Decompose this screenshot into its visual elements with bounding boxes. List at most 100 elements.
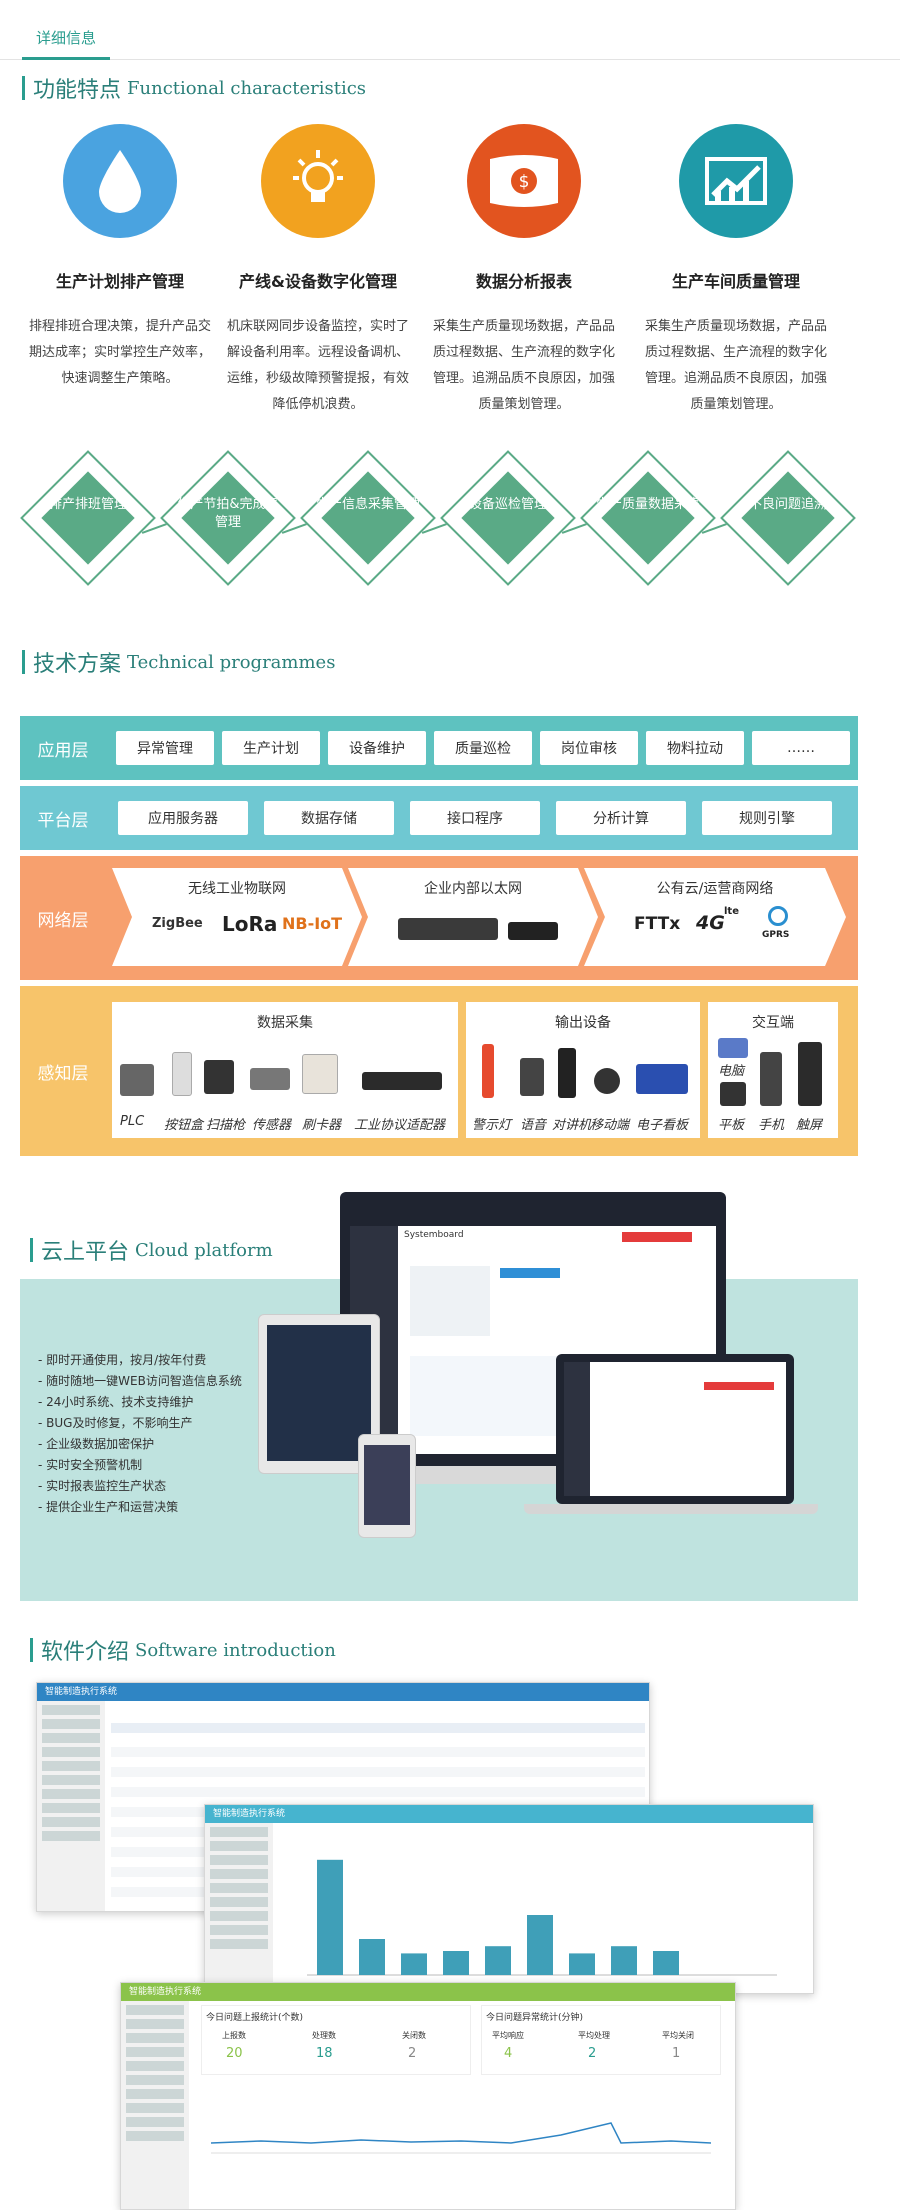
flow-step-label: 生产信息采集管理 (315, 497, 420, 512)
app-layer-item: 物料拉动 (646, 731, 744, 765)
phone-icon (760, 1052, 782, 1106)
gprs-logo: GPRS (762, 930, 790, 940)
stat-box-exceptions: 今日问题异常统计(分钟) 平均响应 平均处理 平均关闭 4 2 1 (481, 2005, 721, 2075)
network-group-title: 无线工业物联网 (188, 881, 286, 897)
adapter-icon (362, 1072, 442, 1090)
sense-layer-name: 感知层 (37, 1063, 89, 1084)
stat-box-reports: 今日问题上报统计(个数) 上报数 处理数 关闭数 20 18 2 (201, 2005, 471, 2075)
stat-value: 18 (316, 2046, 333, 2061)
app-layer-item: 异常管理 (116, 731, 214, 765)
cloud-feature-list: - 即时开通使用，按月/按年付费 - 随时随地一键WEB访问智造信息系统 - 2… (38, 1350, 242, 1518)
device-label: 对讲机 (552, 1118, 592, 1133)
cloud-bullet: - BUG及时修复，不影响生产 (38, 1416, 193, 1430)
window-sidebar (37, 1701, 105, 1911)
cloud-title-cn: 云上平台 (41, 1240, 130, 1265)
software-window-stats: 智能制造执行系统 今日问题上报统计(个数) 上报数 处理数 关闭数 20 18 … (120, 1982, 736, 2210)
chart-bar (485, 1946, 511, 1975)
window-sidebar (121, 2001, 189, 2209)
device-label: 触屏 (796, 1118, 823, 1133)
svg-text:$: $ (519, 172, 530, 192)
cloud-title-en: Cloud platform (135, 1239, 273, 1261)
network-group-title: 企业内部以太网 (424, 881, 522, 897)
app-layer-item: 岗位审核 (540, 731, 638, 765)
warning-light-icon (482, 1044, 494, 1098)
sense-group-collect: 数据采集 PLC 按钮盒 扫描枪 传感器 刷卡器 工业协议适配器 (112, 1002, 458, 1138)
bar-chart (307, 1859, 777, 1976)
sense-layer: 感知层 数据采集 PLC 按钮盒 扫描枪 传感器 刷卡器 工业协议适配器 输出设… (20, 986, 858, 1156)
tablet-device (258, 1314, 380, 1474)
app-layer: 应用层 异常管理 生产计划 设备维护 质量巡检 岗位审核 物料拉动 …… (20, 716, 858, 780)
device-label: 按钮盒 (164, 1118, 204, 1133)
chart-bar (653, 1951, 679, 1975)
cloud-bullet: - 提供企业生产和运营决策 (38, 1500, 179, 1514)
sensor-icon (250, 1068, 290, 1090)
feature-title: 数据分析报表 (475, 272, 572, 291)
phone-screen (364, 1445, 410, 1525)
stat-value: 20 (226, 2046, 243, 2061)
feature-title: 产线&设备数字化管理 (239, 272, 397, 291)
window-title: 智能制造执行系统 (37, 1683, 649, 1701)
lightbulb-icon (261, 124, 375, 238)
chart-bar (611, 1946, 637, 1975)
flow-step-label: 生产质量数据采集 (595, 497, 700, 512)
platform-layer: 平台层 应用服务器 数据存储 接口程序 分析计算 规则引擎 (20, 786, 858, 850)
device-label: 扫描枪 (206, 1118, 246, 1133)
stat-value: 1 (672, 2046, 681, 2061)
chart-bar (527, 1915, 553, 1975)
cloud-bullet: - 随时随地一键WEB访问智造信息系统 (38, 1374, 242, 1388)
tech-title-en: Technical programmes (127, 651, 336, 673)
phone-device (358, 1434, 416, 1538)
device-label: 平板 (718, 1118, 745, 1133)
feature-card: 产线&设备数字化管理 机床联网同步设备监控，实时了解设备利用率。远程设备调机、运… (218, 118, 418, 438)
app-layer-item: …… (752, 731, 850, 765)
device-label: 语音 (520, 1118, 547, 1133)
feature-card: $ 数据分析报表 采集生产质量现场数据，产品品质过程数据、生产流程的数字化管理。… (424, 118, 624, 438)
app-layer-name: 应用层 (37, 740, 89, 761)
stat-label: 上报数 (222, 2031, 246, 2040)
growth-chart-icon (679, 124, 793, 238)
dashboard-title: Systemboard (404, 1230, 464, 1240)
tablet-icon (720, 1082, 746, 1106)
stat-label: 平均关闭 (662, 2031, 694, 2040)
feature-card: 生产计划排产管理 排程排班合理决策，提升产品交期达成率；实时掌控生产效率，快速调… (20, 118, 220, 438)
card-reader-icon (302, 1054, 338, 1094)
feature-desc: 采集生产质量现场数据，产品品质过程数据、生产流程的数字化管理。追溯品质不良原因，… (644, 319, 827, 412)
stat-box-title: 今日问题异常统计(分钟) (486, 2013, 584, 2023)
nbiot-logo: NB-IoT (282, 914, 343, 933)
device-label: 移动端 (590, 1118, 630, 1133)
dashboard-chart (410, 1356, 580, 1436)
signal-icon (768, 906, 788, 926)
platform-layer-item: 规则引擎 (702, 801, 832, 835)
features-title-en: Functional characteristics (127, 77, 367, 99)
network-group-wireless: 无线工业物联网 ZigBee LoRa NB-IoT (112, 868, 362, 966)
chart-bar (401, 1953, 427, 1975)
network-group-cloud: 公有云/运营商网络 FTTx 4G lte GPRS (584, 868, 846, 966)
platform-layer-item: 数据存储 (264, 801, 394, 835)
feature-desc: 排程排班合理决策，提升产品交期达成率；实时掌控生产效率，快速调整生产策略。 (28, 319, 211, 386)
flow-step-label: 设备巡检管理 (468, 497, 547, 512)
laptop-base (524, 1504, 818, 1514)
device-label: 电脑 (718, 1064, 745, 1079)
stat-label: 平均处理 (578, 2031, 610, 2040)
chart-bar (569, 1953, 595, 1975)
window-sidebar (205, 1823, 273, 1993)
cloud-bullet: - 企业级数据加密保护 (38, 1437, 155, 1451)
device-label: PLC (120, 1114, 145, 1129)
tab-detail-info[interactable]: 详细信息 (22, 20, 111, 60)
speaker-icon (520, 1058, 544, 1096)
lte-logo: lte (724, 906, 739, 917)
dashboard-alert (622, 1232, 692, 1242)
sense-group-interact: 交互端 电脑 平板 手机 触屏 (708, 1002, 838, 1138)
cloud-bullet: - 24小时系统、技术支持维护 (38, 1395, 194, 1409)
software-title-cn: 软件介绍 (41, 1640, 130, 1665)
network-group-title: 公有云/运营商网络 (656, 881, 774, 897)
sense-group-title: 输出设备 (555, 1015, 611, 1031)
cloud-bullet: - 即时开通使用，按月/按年付费 (38, 1353, 207, 1367)
device-label: 警示灯 (472, 1118, 512, 1133)
table-header (111, 1723, 645, 1733)
device-label: 电子看板 (636, 1118, 689, 1133)
sense-group-output: 输出设备 警示灯 语音 对讲机 移动端 电子看板 (466, 1002, 700, 1138)
